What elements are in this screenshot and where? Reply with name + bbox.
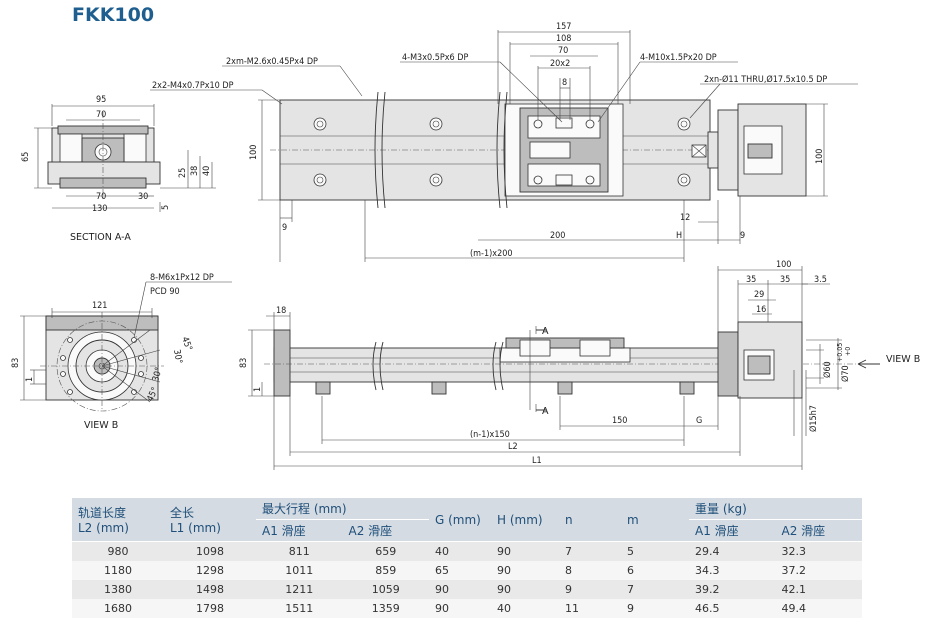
dim-157: 157	[556, 22, 571, 32]
header-n: n	[559, 498, 621, 542]
dim-m-1-x200: (m-1)x200	[470, 249, 513, 259]
label-hole-m6: 8-M6x1Px12 DP	[150, 273, 214, 283]
dim-130: 130	[92, 204, 107, 214]
dim-9-right: 9	[740, 231, 745, 241]
header-h: H (mm)	[491, 498, 559, 542]
dim-n-1-x150: (n-1)x150	[470, 430, 510, 440]
dim-83-side: 83	[239, 358, 249, 368]
dim-1-left: 1	[25, 377, 35, 382]
tolerance-zero: +0	[844, 347, 852, 356]
dim-dia-15h7: Ø15h7	[808, 405, 819, 432]
section-a-a-label: SECTION A-A	[70, 232, 131, 243]
label-hole-m3: 4-M3x0.5Px6 DP	[402, 53, 469, 63]
dim-8: 8	[562, 78, 567, 88]
dim-35-b: 35	[780, 275, 790, 285]
dim-9-left: 9	[282, 223, 287, 233]
dim-18: 18	[276, 306, 286, 316]
view-b-label: VIEW B	[84, 420, 118, 431]
angle-30-bottom: 30°	[151, 366, 164, 382]
dim-1-side: 1	[253, 387, 263, 392]
dim-70-bottom: 70	[96, 192, 106, 202]
dim-70-top-view: 70	[558, 46, 568, 56]
table-row: 1180 1298 1011 859 65 90 8 6 34.3 37.2	[72, 561, 862, 580]
dim-108: 108	[556, 34, 571, 44]
dim-dia-60: Ø60	[822, 361, 833, 378]
dim-100-motor: 100	[776, 260, 791, 270]
header-weight-a2: A2 滑座	[775, 519, 862, 542]
header-weight: 重量 (kg)	[689, 498, 862, 520]
dim-dia-70: Ø70	[840, 365, 851, 382]
technical-drawing: 95 70 65 25 38 40 5 70 30 130 SECTION A-…	[11, 22, 920, 470]
table-row: 1380 1498 1211 1059 90 90 9 7 39.2 42.1	[72, 580, 862, 599]
table-row: 980 1098 811 659 40 90 7 5 29.4 32.3	[72, 541, 862, 561]
header-stroke-a2: A2 滑座	[342, 519, 429, 542]
dim-121: 121	[92, 301, 107, 311]
label-hole-m10: 4-M10x1.5Px20 DP	[640, 53, 717, 63]
dim-40: 40	[202, 166, 212, 176]
page-title: FKK100	[72, 4, 155, 26]
dim-l1: L1	[532, 456, 542, 466]
dim-12: 12	[680, 213, 690, 223]
header-stroke: 最大行程 (mm)	[256, 498, 429, 520]
dim-35-a: 35	[746, 275, 756, 285]
dim-h: H	[676, 231, 682, 241]
header-stroke-a1: A1 滑座	[256, 519, 343, 542]
dim-83-left: 83	[11, 358, 21, 368]
label-hole-thru: 2xn-Ø11 THRU,Ø17.5x10.5 DP	[704, 74, 827, 85]
dim-5: 5	[161, 205, 171, 210]
dim-g: G	[696, 416, 702, 426]
section-marker-a-top: A	[542, 326, 549, 337]
dim-100-right: 100	[815, 149, 825, 164]
dim-3-5: 3.5	[814, 275, 827, 285]
header-g: G (mm)	[429, 498, 491, 542]
section-a-a-view: 95 70 65 25 38 40 5 70 30 130 SECTION A-…	[21, 95, 216, 243]
side-view: 18 83 1 A A 100 35 35 3.5 29 16 Ø60 Ø70 …	[239, 260, 920, 470]
header-m: m	[621, 498, 689, 542]
dim-30: 30	[138, 192, 148, 202]
dim-150: 150	[612, 416, 627, 426]
view-b-arrow-label: VIEW B	[886, 354, 920, 365]
dim-70-top: 70	[96, 110, 106, 120]
dim-l2: L2	[508, 442, 518, 452]
dim-200: 200	[550, 231, 565, 241]
view-b: 8-M6x1Px12 DP PCD 90 121 83 1 45° 30° 30…	[11, 273, 232, 431]
tolerance-plus: +0.05	[836, 343, 844, 362]
angle-30-top: 30°	[171, 349, 183, 365]
section-marker-a-bottom: A	[542, 406, 549, 417]
dim-25: 25	[178, 168, 188, 178]
header-weight-a1: A1 滑座	[689, 519, 776, 542]
label-pcd: PCD 90	[150, 287, 180, 297]
table-row: 1680 1798 1511 1359 90 40 11 9 46.5 49.4	[72, 599, 862, 618]
dim-20x2: 20x2	[550, 59, 570, 69]
label-hole-m26: 2xm-M2.6x0.45Px4 DP	[226, 57, 318, 67]
dim-100-left: 100	[249, 145, 259, 160]
dim-65: 65	[21, 152, 31, 162]
dim-16: 16	[756, 305, 766, 315]
label-hole-m4: 2x2-M4x0.7Px10 DP	[152, 81, 234, 91]
dim-29: 29	[754, 290, 764, 300]
angle-45-top: 45°	[179, 336, 193, 353]
dim-95: 95	[96, 95, 106, 105]
top-view: 2x2-M4x0.7Px10 DP 2xm-M2.6x0.45Px4 DP 4-…	[150, 22, 858, 262]
dim-38: 38	[190, 166, 200, 176]
